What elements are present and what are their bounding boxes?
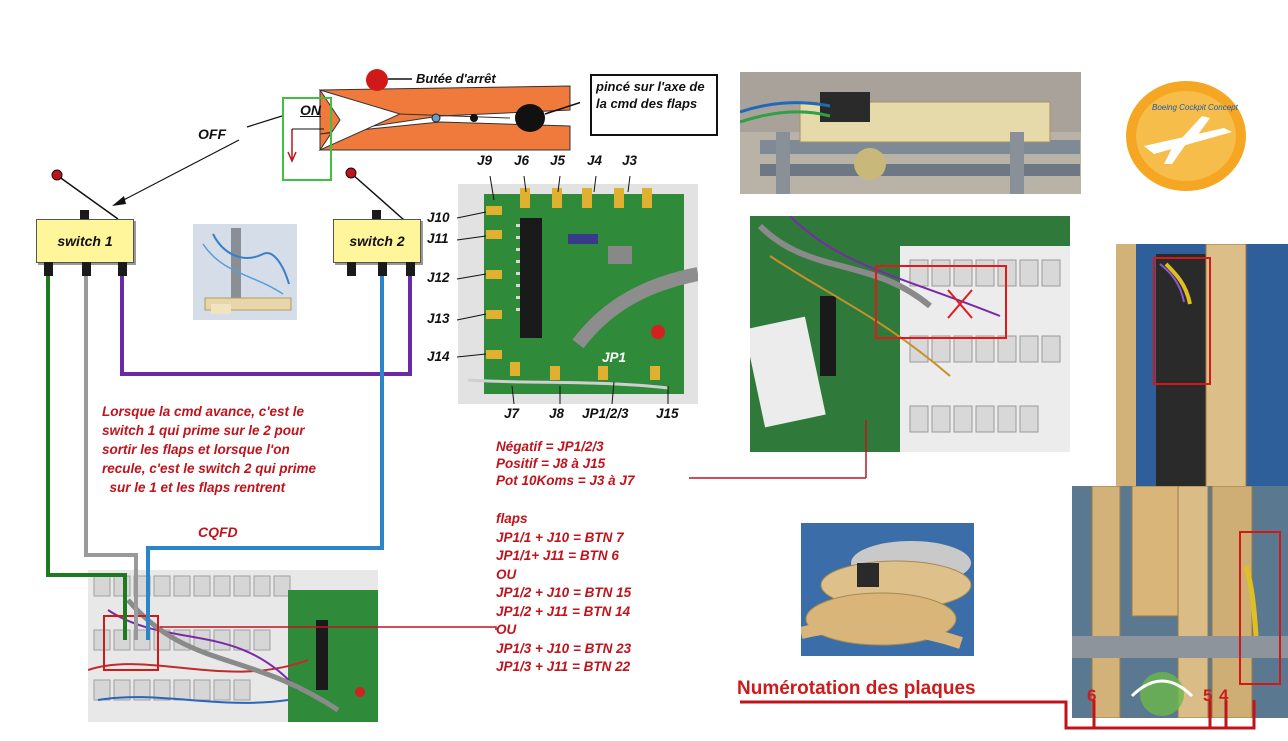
photo-terminal-board bbox=[88, 570, 378, 722]
logo-text: Boeing Cockpit Concept bbox=[1152, 103, 1239, 112]
connector-j5: J5 bbox=[550, 153, 566, 168]
photo-terminal-blocks bbox=[750, 216, 1070, 452]
switch-2-pin-1 bbox=[347, 262, 356, 276]
connector-j8: J8 bbox=[549, 406, 565, 421]
flaps-line-8: JP1/3 + J11 = BTN 22 bbox=[496, 659, 631, 674]
clamp-note: pincé sur l'axe de la cmd des flaps bbox=[596, 79, 705, 111]
switch-2: switch 2 bbox=[333, 219, 421, 263]
explanation-line-2: switch 1 qui prime sur le 2 pour bbox=[102, 423, 305, 438]
switch-2-top-tab bbox=[372, 210, 381, 219]
flaps-line-4: JP1/2 + J10 = BTN 15 bbox=[496, 585, 632, 600]
plate-number-5: 5 bbox=[1203, 686, 1213, 705]
pin-note-pot: Pot 10Koms = J3 à J7 bbox=[496, 473, 635, 488]
explanation-line-5: sur le 1 et les flaps rentrent bbox=[102, 480, 286, 495]
connector-j6: J6 bbox=[514, 153, 530, 168]
switch-1-top-tab bbox=[80, 210, 89, 219]
plate-number-4: 4 bbox=[1219, 686, 1229, 705]
flaps-heading: flaps bbox=[496, 511, 528, 526]
connector-jp1: JP1 bbox=[602, 350, 627, 365]
switch-2-pin-3 bbox=[406, 262, 415, 276]
plate-numbering-title: Numérotation des plaques bbox=[737, 678, 976, 699]
connector-j11: J11 bbox=[427, 231, 449, 246]
explanation-text: Lorsque la cmd avance, c'est le switch 1… bbox=[102, 402, 316, 497]
clamp-note-box: pincé sur l'axe de la cmd des flaps bbox=[590, 74, 718, 136]
pin-notes: Négatif = JP1/2/3 Positif = J8 à J15 Pot… bbox=[496, 438, 634, 489]
switch-1-pin-3 bbox=[118, 262, 127, 276]
connector-j9: J9 bbox=[477, 153, 493, 168]
plate-number-6: 6 bbox=[1087, 686, 1097, 705]
photo-wooden-wheels bbox=[801, 523, 974, 656]
flaps-line-7: JP1/3 + J10 = BTN 23 bbox=[496, 640, 632, 656]
logo-boeing-cockpit-concept: Boeing Cockpit Concept bbox=[1124, 80, 1249, 193]
flaps-line-1: JP1/1 + J10 = BTN 7 bbox=[496, 529, 624, 545]
photo-flap-assembly-top bbox=[1116, 244, 1288, 488]
switch-2-pin-2 bbox=[378, 262, 387, 276]
flaps-line-6: OU bbox=[496, 622, 517, 637]
photo-clothespin-small bbox=[193, 224, 297, 320]
pin-note-positive: Positif = J8 à J15 bbox=[496, 456, 606, 471]
connector-jp1-2-3: JP1/2/3 bbox=[582, 406, 629, 421]
connector-j14: J14 bbox=[427, 349, 450, 364]
connector-j7: J7 bbox=[504, 406, 520, 421]
photo-flap-assembly-bottom bbox=[1072, 486, 1288, 718]
switch-1-pin-2 bbox=[82, 262, 91, 276]
explanation-line-1: Lorsque la cmd avance, c'est le bbox=[102, 404, 305, 419]
stop-label: Butée d'arrêt bbox=[416, 71, 496, 86]
photo-pcb bbox=[458, 184, 698, 404]
cqfd-label: CQFD bbox=[198, 524, 238, 540]
connector-j3: J3 bbox=[622, 153, 638, 168]
connector-j4: J4 bbox=[587, 153, 603, 168]
switch-1-pin-1 bbox=[44, 262, 53, 276]
connector-j15: J15 bbox=[656, 406, 679, 421]
connector-j13: J13 bbox=[427, 311, 450, 326]
clothespin-illustration bbox=[318, 69, 580, 152]
connector-j10: J10 bbox=[427, 210, 450, 225]
flaps-line-3: OU bbox=[496, 566, 517, 582]
on-indicator-box bbox=[282, 97, 332, 181]
switch-1: switch 1 bbox=[36, 219, 134, 263]
explanation-line-4: recule, c'est le switch 2 qui prime bbox=[102, 461, 317, 476]
connector-j12: J12 bbox=[427, 270, 450, 285]
on-label: ON bbox=[300, 102, 321, 118]
switch-2-label: switch 2 bbox=[349, 233, 405, 249]
flaps-line-5: JP1/2 + J11 = BTN 14 bbox=[496, 603, 631, 619]
switch-1-label: switch 1 bbox=[57, 233, 113, 249]
photo-clothespin-mounted bbox=[740, 72, 1081, 194]
flaps-mapping: flaps JP1/1 + J10 = BTN 7 JP1/1+ J11 = B… bbox=[496, 510, 631, 677]
flaps-line-2: JP1/1+ J11 = BTN 6 bbox=[496, 548, 619, 563]
off-label: OFF bbox=[198, 126, 226, 142]
pin-note-negative: Négatif = JP1/2/3 bbox=[496, 439, 604, 454]
explanation-line-3: sortir les flaps et lorsque l'on bbox=[102, 442, 290, 457]
